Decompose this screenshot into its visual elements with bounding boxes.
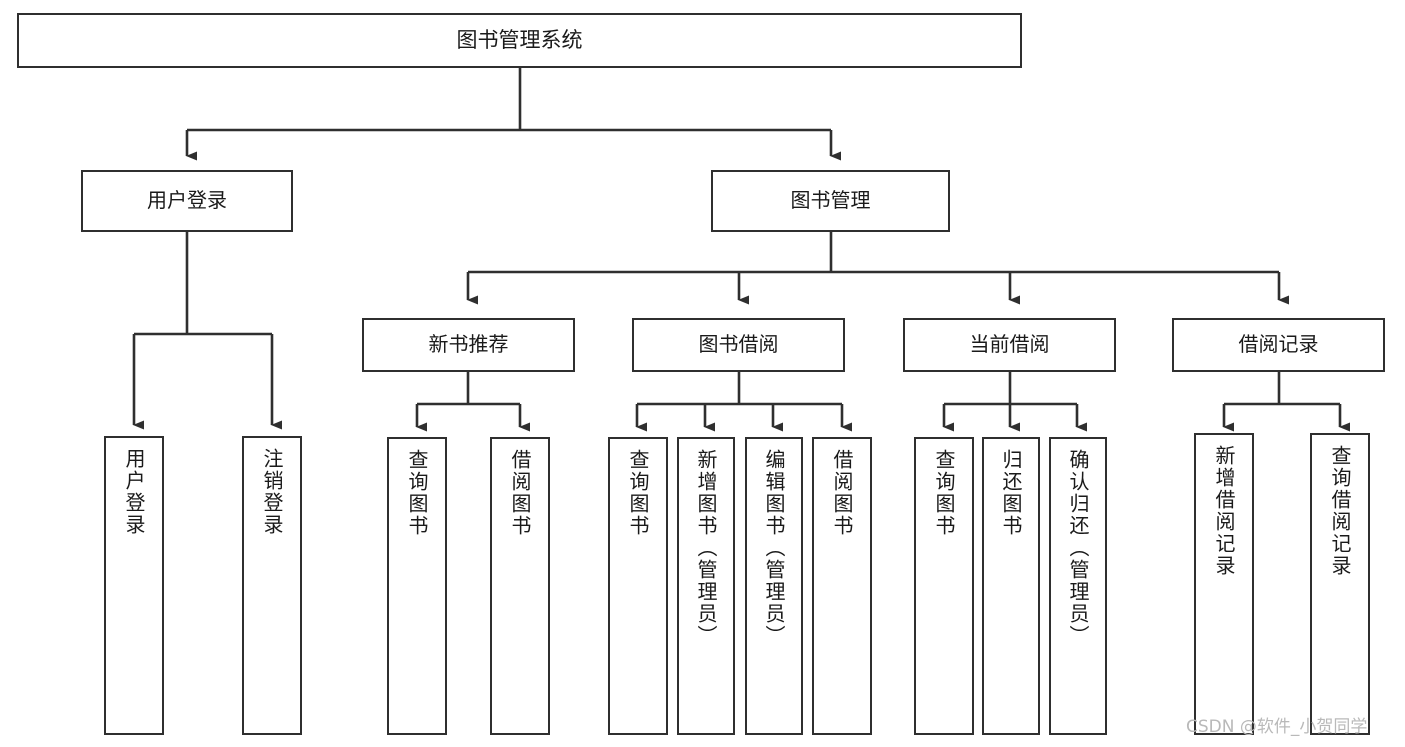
- node-new-book-recommend[interactable]: 新书推荐: [362, 318, 575, 372]
- node-leaf-borrow-add-book-admin[interactable]: 新增图书（管理员）: [677, 437, 735, 735]
- node-leaf-recommend-query-book[interactable]: 查询图书: [387, 437, 447, 735]
- node-label: 归还图书: [999, 449, 1023, 537]
- node-leaf-borrow-query-book[interactable]: 查询图书: [608, 437, 668, 735]
- node-book-management[interactable]: 图书管理: [711, 170, 950, 232]
- node-label: 图书借阅: [698, 332, 779, 357]
- node-label: 新增图书（管理员）: [694, 449, 718, 647]
- node-leaf-record-query-borrow-record[interactable]: 查询借阅记录: [1310, 433, 1370, 735]
- node-label: 借阅记录: [1238, 332, 1319, 357]
- node-leaf-user-login-logout[interactable]: 注销登录: [242, 436, 302, 735]
- node-label: 查询图书: [932, 449, 956, 537]
- node-label: 编辑图书（管理员）: [762, 449, 786, 647]
- watermark-text: CSDN @软件_小贺同学: [1186, 717, 1368, 737]
- node-label: 注销登录: [260, 448, 284, 536]
- node-book-borrow[interactable]: 图书借阅: [632, 318, 845, 372]
- node-current-borrow[interactable]: 当前借阅: [903, 318, 1116, 372]
- node-label: 查询图书: [626, 449, 650, 537]
- node-leaf-user-login-login[interactable]: 用户登录: [104, 436, 164, 735]
- node-label: 新增借阅记录: [1212, 445, 1236, 577]
- node-leaf-record-add-borrow-record[interactable]: 新增借阅记录: [1194, 433, 1254, 735]
- node-label: 查询借阅记录: [1328, 445, 1352, 577]
- node-leaf-current-query-book[interactable]: 查询图书: [914, 437, 974, 735]
- node-label: 查询图书: [405, 449, 429, 537]
- node-label: 用户登录: [147, 188, 227, 213]
- node-root-book-management-system[interactable]: 图书管理系统: [17, 13, 1022, 68]
- node-label: 新书推荐: [428, 332, 509, 357]
- node-label: 当前借阅: [969, 332, 1050, 357]
- node-label: 图书管理系统: [456, 28, 583, 53]
- node-label: 确认归还（管理员）: [1066, 449, 1090, 647]
- node-leaf-recommend-borrow-book[interactable]: 借阅图书: [490, 437, 550, 735]
- node-leaf-current-return-book[interactable]: 归还图书: [982, 437, 1040, 735]
- node-label: 借阅图书: [830, 449, 854, 537]
- node-leaf-borrow-edit-book-admin[interactable]: 编辑图书（管理员）: [745, 437, 803, 735]
- node-borrow-record[interactable]: 借阅记录: [1172, 318, 1385, 372]
- node-leaf-current-confirm-return-admin[interactable]: 确认归还（管理员）: [1049, 437, 1107, 735]
- node-user-login[interactable]: 用户登录: [81, 170, 293, 232]
- node-label: 借阅图书: [508, 449, 532, 537]
- node-leaf-borrow-borrow-book[interactable]: 借阅图书: [812, 437, 872, 735]
- node-label: 用户登录: [122, 448, 146, 536]
- node-label: 图书管理: [790, 188, 871, 213]
